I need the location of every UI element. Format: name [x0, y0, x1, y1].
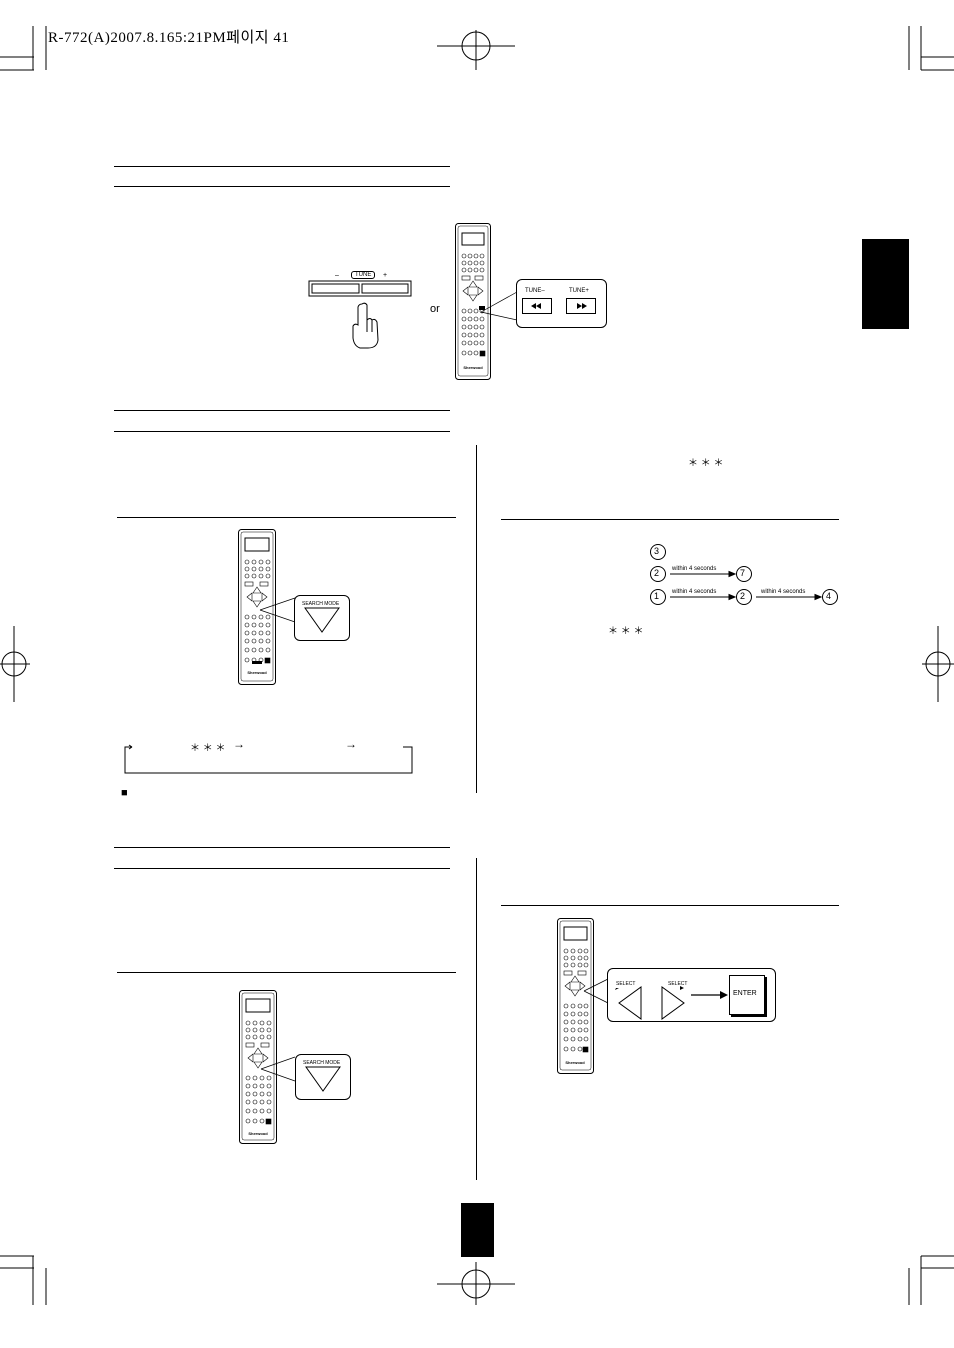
callout-connector [583, 978, 609, 1004]
column-divider [476, 858, 477, 1180]
asterisks-mid: ＊ ＊ ＊ [608, 626, 644, 637]
callout-connector [260, 1056, 296, 1082]
section-rule [114, 868, 450, 869]
remote-brand: Sherwood [248, 1131, 268, 1136]
note-bullet: ■ [121, 787, 128, 799]
section-rule [114, 410, 450, 411]
section-rule [114, 431, 450, 432]
cycle-diagram [124, 744, 413, 774]
within-label: within 4 seconds [761, 589, 806, 595]
asterisks-top: ＊ ＊ ＊ [688, 458, 724, 469]
section-rule [117, 972, 456, 973]
section-rule [114, 166, 450, 167]
section-rule [117, 517, 456, 518]
remote-tune-plus-label: TUNE+ [569, 288, 589, 294]
remote-control-illustration: Sherwood [455, 223, 491, 380]
digit-button: 2 [654, 568, 660, 578]
digit-button: 7 [740, 568, 746, 578]
digit-entry-diagram [650, 544, 838, 605]
remote-brand: Sherwood [247, 670, 267, 675]
select-right-label: SELECT [668, 981, 688, 987]
callout-connector [480, 291, 518, 321]
print-header: R-772(A)2007.8.165:21PM페이지 41 [48, 30, 290, 46]
remote-control-illustration: Sherwood [557, 918, 594, 1074]
within-label: within 4 seconds [672, 566, 717, 572]
remote-brand: Sherwood [565, 1060, 585, 1065]
tune-label: TUNE [351, 271, 376, 279]
tune-minus-label: – [335, 272, 339, 279]
digit-button: 4 [826, 591, 832, 601]
enter-label: ENTER [733, 990, 757, 997]
remote-control-illustration: Sherwood [238, 529, 276, 685]
cycle-arrow: → [233, 737, 245, 751]
section-tab [862, 239, 909, 329]
search-mode-label: SEARCH MODE [303, 1060, 341, 1066]
enter-button [729, 975, 765, 1015]
select-left-icon [615, 986, 642, 1020]
remote-brand: Sherwood [463, 365, 483, 370]
select-left-label: SELECT [616, 981, 636, 987]
tune-plus-label: + [383, 272, 388, 279]
within-label: within 4 seconds [672, 589, 717, 595]
callout-connector [259, 597, 296, 623]
section-rule [501, 905, 839, 906]
down-triangle-icon [305, 1066, 341, 1092]
finger-icon [352, 302, 379, 349]
arrow-icon [691, 991, 728, 999]
or-label: or [430, 303, 440, 315]
remote-control-illustration: Sherwood [239, 990, 277, 1144]
section-rule [114, 847, 450, 848]
section-rule [501, 519, 839, 520]
digit-button: 3 [654, 546, 660, 556]
section-rule [114, 186, 450, 187]
remote-tune-minus-label: TUNE– [525, 288, 545, 294]
cycle-asterisks: ＊ ＊ ＊ [190, 743, 226, 754]
digit-button: 2 [740, 591, 746, 601]
search-mode-label: SEARCH MODE [302, 601, 340, 607]
search-mode-callout [295, 1054, 351, 1100]
column-divider [476, 445, 477, 793]
fast-forward-button [566, 298, 596, 314]
cycle-arrow: → [345, 737, 357, 751]
page-number-box [461, 1203, 494, 1257]
tune-buttons [308, 280, 412, 297]
digit-button: 1 [654, 591, 660, 601]
down-triangle-icon [304, 607, 340, 633]
select-right-icon [661, 986, 685, 1020]
rewind-button [522, 298, 552, 314]
